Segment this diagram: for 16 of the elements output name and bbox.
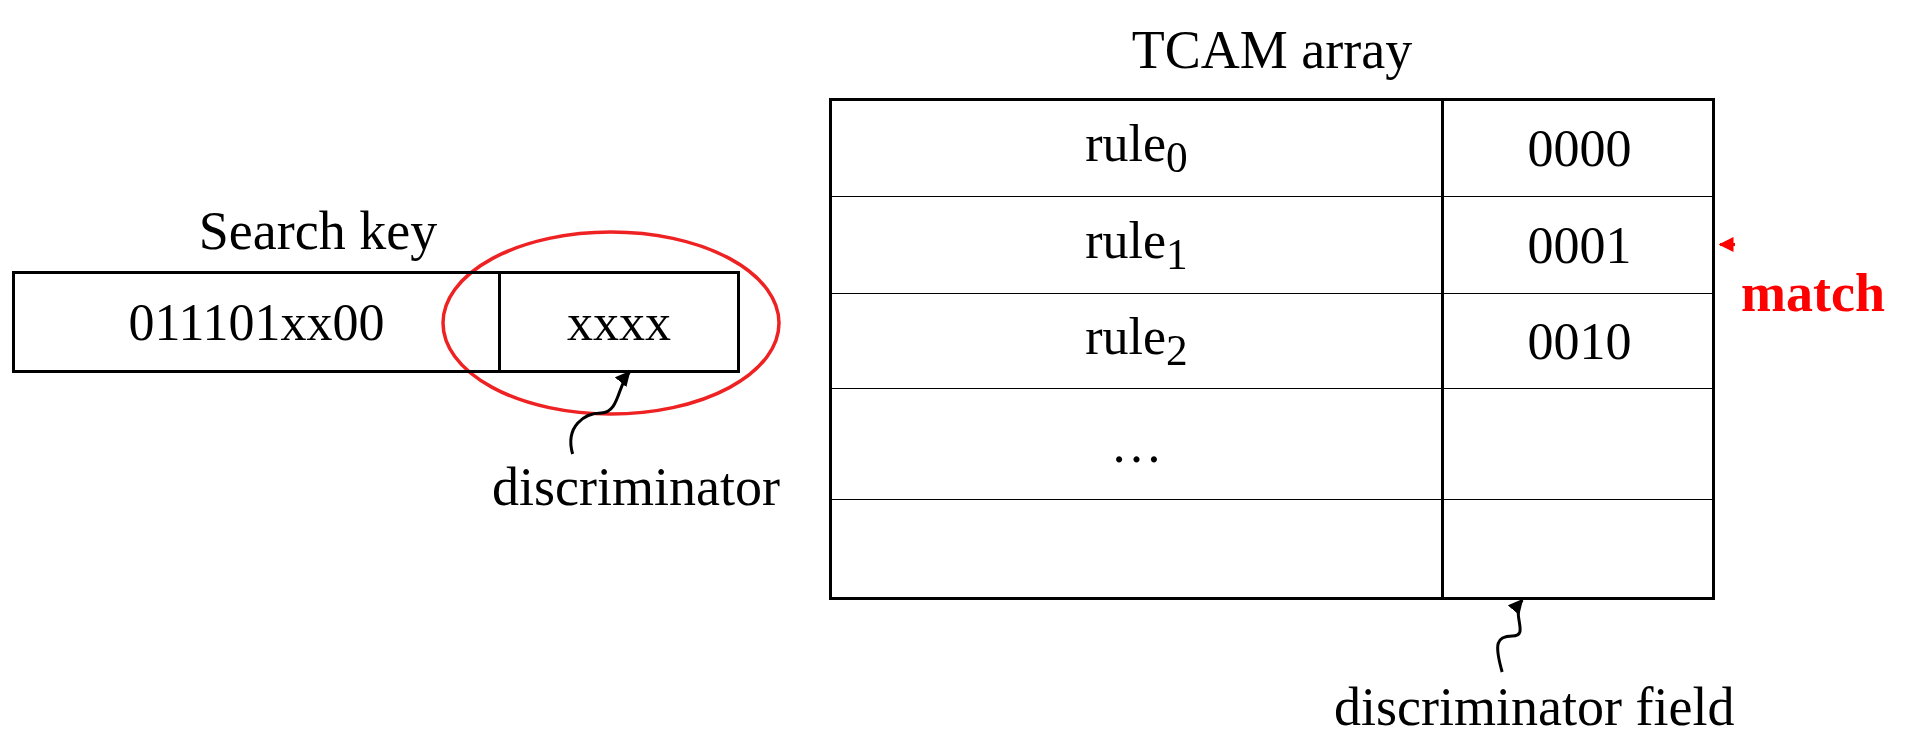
arrow [1718, 237, 1735, 252]
field-column [1441, 101, 1712, 597]
match-label: match [1741, 266, 1885, 320]
callout-label: discriminator field [1334, 680, 1735, 734]
cell-text: rule$_{1}$ [1085, 210, 1188, 280]
leader-line [1496, 598, 1524, 673]
callout-label: discriminator [492, 460, 780, 514]
leader-line [569, 370, 631, 455]
cell-text: 0001 [1527, 215, 1632, 275]
cell-text: 0000 [1527, 119, 1632, 178]
cell-text: rule$_{0}$ [1085, 114, 1188, 183]
cell-text: … [1110, 414, 1163, 474]
cell-text: xxxx [567, 292, 671, 352]
cell-text: 0010 [1527, 311, 1632, 371]
cell-text: rule$_{2}$ [1085, 306, 1188, 376]
cell-text: 011101xx00 [128, 292, 385, 352]
